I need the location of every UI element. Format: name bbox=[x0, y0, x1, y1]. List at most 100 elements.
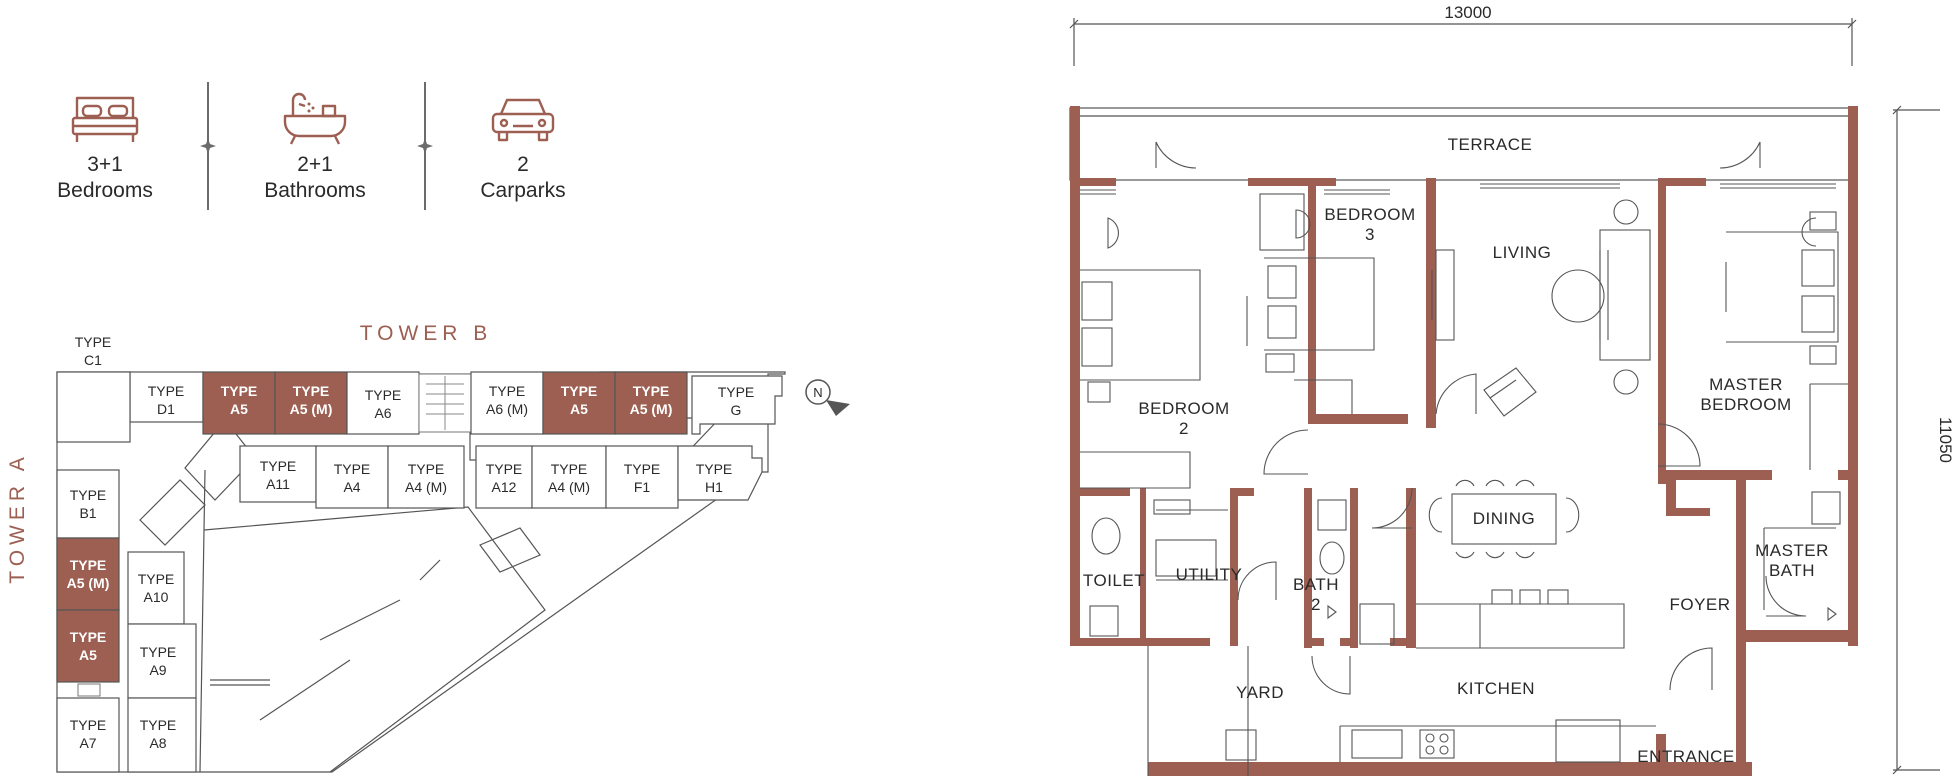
bathtub-icon bbox=[283, 92, 347, 145]
feature-bedrooms: 3+1 Bedrooms bbox=[40, 92, 170, 204]
feature-divider bbox=[200, 82, 216, 210]
room-label-master-bath: MASTER bbox=[1755, 541, 1829, 560]
key-unit-label: TYPE bbox=[633, 383, 670, 399]
bedrooms-value: 3+1 bbox=[87, 153, 123, 176]
unit-floor-plan: 13000 11050 bbox=[1069, 3, 1955, 776]
room-label-foyer: FOYER bbox=[1669, 595, 1730, 614]
key-unit-label: TYPE bbox=[70, 717, 107, 733]
key-unit-label: TYPE bbox=[221, 383, 258, 399]
key-unit-label: D1 bbox=[157, 401, 175, 417]
furniture bbox=[1080, 141, 1848, 776]
key-unit-label: TYPE bbox=[70, 487, 107, 503]
north-label: N bbox=[813, 385, 822, 400]
key-unit-highlight: TYPE A5 (M) bbox=[56, 537, 120, 611]
key-unit-highlight: TYPE A5 bbox=[56, 609, 120, 683]
key-unit: TYPE A9 bbox=[127, 623, 197, 699]
key-unit: TYPE A4 bbox=[315, 445, 389, 509]
key-unit-label: A6 bbox=[374, 405, 391, 421]
key-unit: TYPE A6 (M) bbox=[470, 371, 544, 435]
key-unit-label: TYPE bbox=[70, 629, 107, 645]
key-unit-highlight: TYPE A5 bbox=[542, 371, 616, 435]
key-unit-label: TYPE bbox=[551, 461, 588, 477]
key-unit: TYPE A12 bbox=[475, 445, 533, 509]
key-unit: TYPE A8 bbox=[127, 697, 197, 773]
key-unit-label: A6 (M) bbox=[486, 401, 528, 417]
room-label-bath-2: BATH bbox=[1293, 575, 1339, 594]
key-unit: TYPE A11 bbox=[239, 445, 317, 503]
key-unit-label: A10 bbox=[144, 589, 169, 605]
bedrooms-label: Bedrooms bbox=[57, 179, 153, 202]
key-unit: TYPE F1 bbox=[605, 445, 679, 509]
key-unit-label: TYPE bbox=[718, 384, 755, 400]
units-top-row: TYPE D1 TYPE A5 TYPE A5 (M) TYPE A6 bbox=[129, 371, 783, 435]
key-unit: TYPE A6 bbox=[346, 371, 420, 435]
car-icon bbox=[491, 98, 555, 142]
carparks-label: Carparks bbox=[480, 179, 566, 202]
key-unit-label: TYPE bbox=[561, 383, 598, 399]
key-unit-label: A5 (M) bbox=[290, 401, 333, 417]
key-unit-label: TYPE bbox=[70, 557, 107, 573]
key-unit-label: C1 bbox=[84, 352, 102, 368]
key-unit-label: A4 bbox=[343, 479, 360, 495]
key-unit-label: TYPE bbox=[260, 458, 297, 474]
tower-b-label: TOWER B bbox=[360, 322, 493, 345]
key-unit-label: G bbox=[731, 402, 742, 418]
room-label-bath-2-num: 2 bbox=[1311, 595, 1321, 614]
room-label-dining: DINING bbox=[1473, 509, 1536, 528]
room-label-bedroom-2: BEDROOM bbox=[1138, 399, 1229, 418]
key-unit-label: TYPE bbox=[75, 334, 112, 350]
room-label-terrace: TERRACE bbox=[1448, 135, 1533, 154]
key-unit: TYPE A10 bbox=[127, 551, 185, 625]
room-label-kitchen: KITCHEN bbox=[1457, 679, 1535, 698]
room-label-master-bedroom: MASTER bbox=[1709, 375, 1783, 394]
key-unit-label: TYPE bbox=[365, 387, 402, 403]
key-unit: TYPE D1 bbox=[129, 371, 204, 423]
key-unit-label: A5 bbox=[230, 401, 248, 417]
key-unit: TYPE C1 bbox=[56, 334, 131, 443]
key-unit-label: A7 bbox=[79, 735, 96, 751]
key-unit-label: TYPE bbox=[489, 383, 526, 399]
room-label-bedroom-3-num: 3 bbox=[1365, 225, 1375, 244]
room-label-utility: UTILITY bbox=[1176, 565, 1243, 584]
dimension-width-label: 13000 bbox=[1444, 3, 1491, 22]
north-arrow-icon: N bbox=[805, 379, 850, 416]
bed-icon bbox=[71, 96, 139, 142]
bathrooms-label: Bathrooms bbox=[264, 179, 366, 202]
room-label-toilet: TOILET bbox=[1083, 571, 1145, 590]
key-unit-highlight: TYPE A5 (M) bbox=[614, 371, 688, 435]
dimension-height bbox=[1892, 105, 1940, 775]
key-unit-label: A4 (M) bbox=[548, 479, 590, 495]
dimension-width bbox=[1069, 18, 1857, 66]
key-unit-label: F1 bbox=[634, 479, 651, 495]
key-unit-label: A5 (M) bbox=[630, 401, 673, 417]
room-label-bedroom-2-num: 2 bbox=[1179, 419, 1189, 438]
key-unit-label: A5 (M) bbox=[67, 575, 110, 591]
key-unit-label: A12 bbox=[492, 479, 517, 495]
key-unit-label: TYPE bbox=[696, 461, 733, 477]
key-unit-label: A11 bbox=[266, 476, 290, 492]
key-unit-label: A5 bbox=[570, 401, 588, 417]
feature-carparks: 2 Carparks bbox=[458, 92, 588, 204]
key-unit-label: A5 bbox=[79, 647, 97, 663]
key-unit-label: TYPE bbox=[140, 717, 177, 733]
key-unit: TYPE A7 bbox=[56, 697, 120, 773]
diamond-icon bbox=[417, 138, 433, 154]
key-unit: TYPE G bbox=[691, 375, 783, 435]
feature-bathrooms: 2+1 Bathrooms bbox=[250, 92, 380, 204]
key-unit-label: TYPE bbox=[334, 461, 371, 477]
room-label-master-bath-2: BATH bbox=[1769, 561, 1815, 580]
key-unit-label: TYPE bbox=[408, 461, 445, 477]
units-second-row: TYPE A11 TYPE A4 TYPE A4 (M) TYPE A12 TY… bbox=[239, 445, 763, 509]
key-unit-label: H1 bbox=[705, 479, 723, 495]
room-label-master-bedroom-2: BEDROOM bbox=[1700, 395, 1791, 414]
key-unit: TYPE A4 (M) bbox=[531, 445, 607, 509]
key-unit-label: TYPE bbox=[486, 461, 523, 477]
units-inner-left-column: TYPE A10 TYPE A9 TYPE A8 bbox=[127, 551, 197, 773]
key-plan: TOWER B TOWER A N TYPE D1 bbox=[6, 322, 850, 773]
key-unit-label: A4 (M) bbox=[405, 479, 447, 495]
key-unit-label: A9 bbox=[149, 662, 166, 678]
key-unit-highlight: TYPE A5 (M) bbox=[274, 371, 348, 435]
room-label-bedroom-3: BEDROOM bbox=[1324, 205, 1415, 224]
key-unit-label: A8 bbox=[149, 735, 166, 751]
key-unit-label: TYPE bbox=[138, 571, 175, 587]
